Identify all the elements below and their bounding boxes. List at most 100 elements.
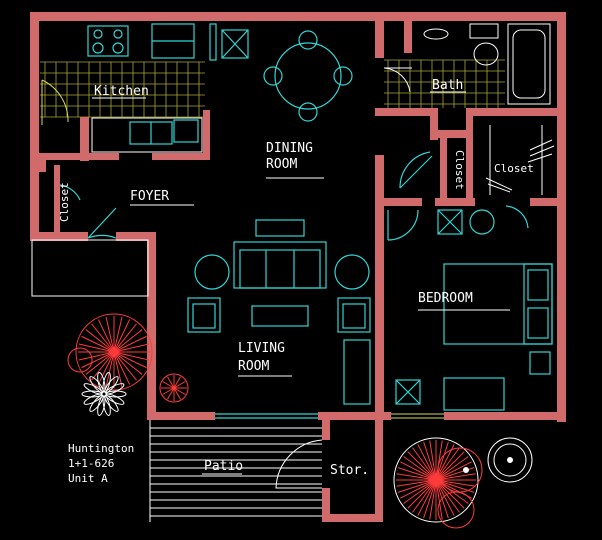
walls	[30, 12, 566, 522]
unit-plan: 1+1-626	[68, 457, 114, 470]
kitchen-label: Kitchen	[94, 84, 149, 99]
grid-line	[435, 456, 469, 481]
bath-door-swing	[383, 67, 412, 93]
bedroom-window	[391, 413, 444, 419]
grid-line	[429, 479, 437, 520]
grid-line	[435, 440, 443, 481]
nightstand-icon	[529, 351, 551, 375]
grid-line	[81, 351, 115, 369]
grid-line	[435, 461, 472, 481]
grid-line	[173, 376, 181, 389]
grid-line	[91, 351, 115, 381]
grid-line	[85, 351, 115, 375]
grid-line	[173, 387, 181, 400]
grid-line	[423, 479, 437, 519]
tv-console-icon	[343, 339, 371, 405]
kitchen-door-swing	[41, 79, 69, 125]
grid-line	[435, 479, 460, 513]
bath-label: Bath	[432, 78, 463, 93]
armchair-left-icon	[187, 297, 221, 333]
dining-label-line2: ROOM	[266, 157, 297, 172]
grid-line	[396, 473, 437, 481]
grid-line	[167, 376, 175, 389]
closet-door-swing	[399, 151, 433, 189]
unit-name: Huntington	[68, 442, 134, 455]
flower-icon	[81, 372, 127, 416]
storage-door-swing	[275, 439, 323, 489]
living-label-line1: LIVING	[238, 341, 285, 356]
bed-icon	[443, 263, 553, 345]
grid-line	[78, 351, 115, 361]
grid-line	[97, 319, 115, 353]
grid-line	[435, 479, 465, 509]
bathtub-icon	[507, 23, 551, 105]
grid-line	[105, 316, 115, 353]
dining-table-icon	[263, 30, 353, 122]
small-shrub-icon	[67, 347, 93, 373]
dining-label-line1: DINING	[266, 141, 313, 156]
grid-line	[403, 479, 437, 504]
sink-icon	[423, 28, 449, 40]
grid-line	[162, 381, 175, 389]
plant-pot-icon	[221, 29, 249, 59]
grid-line	[400, 479, 437, 499]
lamp-table-right-icon	[334, 254, 370, 290]
grid-line	[78, 343, 115, 353]
grid-line	[412, 479, 437, 513]
grid-line	[113, 323, 137, 353]
shrub-icon	[75, 313, 153, 391]
kitchen-sink-icon	[91, 117, 203, 153]
grid-line	[113, 319, 131, 353]
grid-line	[429, 440, 437, 481]
entry-door-swing	[59, 184, 117, 239]
bath-tile-grid	[384, 59, 505, 108]
grid-line	[85, 329, 115, 353]
grid-line	[412, 447, 437, 481]
closet-middle-label: Closet	[453, 150, 466, 190]
bedroom-label: BEDROOM	[418, 291, 473, 306]
label-underlines	[92, 91, 510, 475]
storage-label: Stor.	[330, 463, 369, 478]
grid-line	[417, 479, 437, 516]
grid-line	[113, 351, 143, 375]
foyer-label: FOYER	[130, 189, 169, 204]
unit-id: Unit A	[68, 472, 108, 485]
grid-line	[435, 479, 455, 516]
grid-line	[407, 451, 437, 481]
grid-line	[400, 461, 437, 481]
grid-line	[81, 335, 115, 353]
grid-line	[113, 343, 150, 353]
closet-left-label: Closet	[58, 182, 71, 222]
toilet-icon	[469, 23, 499, 66]
grid-line	[173, 387, 186, 395]
patio-label: Patio	[204, 459, 243, 474]
armchair-right-icon	[337, 297, 371, 333]
sofa-icon	[233, 241, 327, 289]
lamp-table-left-icon	[194, 254, 230, 290]
closet-rods-icon	[485, 125, 555, 195]
tree-right-icon	[393, 437, 483, 529]
bedroom-door-swing	[387, 205, 529, 241]
grid-line	[167, 387, 175, 400]
grid-line	[91, 323, 115, 353]
grid-line	[397, 467, 437, 481]
flower-petal	[97, 395, 106, 416]
pantry-icon	[209, 23, 217, 61]
grid-line	[113, 335, 147, 353]
entry-landing	[31, 239, 149, 297]
coffee-table-icon	[251, 305, 309, 327]
grid-line	[396, 479, 437, 487]
flower-petal	[105, 383, 125, 395]
wardrobe-icon	[437, 209, 495, 235]
grid-line	[435, 479, 443, 520]
tree-small-right-icon	[463, 437, 533, 483]
refrigerator-icon	[151, 23, 195, 59]
grid-line	[435, 479, 469, 504]
grid-line	[113, 351, 137, 381]
grid-line	[173, 381, 186, 389]
grid-line	[113, 351, 131, 385]
grid-line	[435, 479, 476, 487]
grid-line	[113, 329, 143, 353]
grid-line	[397, 479, 437, 493]
